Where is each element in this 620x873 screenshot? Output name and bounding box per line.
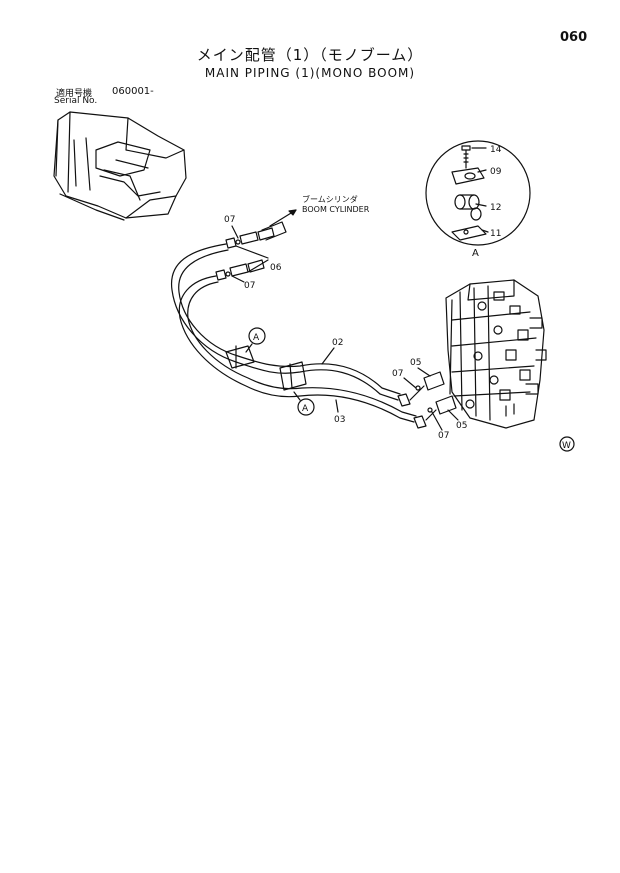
- leader-07-valve-bottom: [431, 411, 443, 431]
- callout-07-valve-top: 07: [392, 369, 403, 379]
- boom-cylinder-arrow: [269, 209, 297, 227]
- section-marker-a-bottom-label: A: [302, 404, 309, 414]
- page-title-jp: メイン配管（1）（モノブーム）: [196, 46, 424, 64]
- leader-07-top: [231, 225, 239, 239]
- w-mark-circle: [559, 436, 575, 452]
- detail-a-inset: [425, 140, 531, 246]
- callout-02: 02: [332, 338, 343, 348]
- top-fittings: [215, 221, 287, 281]
- leader-05-top: [417, 367, 431, 377]
- valve-fittings: [397, 371, 457, 429]
- section-marker-a-top: [245, 327, 266, 353]
- hose-clamp-right: [279, 361, 307, 391]
- serial-label-en: Serial No.: [54, 96, 98, 106]
- page-number: 060: [560, 30, 588, 45]
- detail-a-label: A: [472, 248, 479, 259]
- callout-12: 12: [490, 203, 501, 213]
- callout-05-top: 05: [410, 358, 421, 368]
- section-marker-a-top-label: A: [253, 333, 260, 343]
- boom-cylinder-label-jp: ブームシリンダ: [302, 194, 358, 204]
- page-title-en: MAIN PIPING (1)(MONO BOOM): [204, 66, 416, 80]
- callout-09: 09: [490, 167, 502, 177]
- clamp-block-12-icon: [454, 194, 482, 221]
- section-marker-a-bottom: [293, 391, 315, 416]
- callout-05-bottom: 05: [456, 421, 467, 431]
- plate-11-icon: [451, 225, 487, 241]
- leader-03: [335, 399, 339, 413]
- hose-03: [178, 275, 417, 423]
- hose-clamp-left: [225, 345, 255, 369]
- serial-value: 060001-: [112, 86, 154, 97]
- leader-05-bottom: [447, 409, 459, 421]
- callout-07-top: 07: [224, 215, 235, 225]
- hose-02: [170, 243, 401, 401]
- control-valve-illustration: [445, 279, 547, 429]
- excavator-overview-illustration: [53, 111, 187, 221]
- w-mark: W: [562, 441, 571, 451]
- callout-06: 06: [270, 263, 282, 273]
- callout-07-mid: 07: [244, 281, 255, 291]
- serial-label-jp: 適用号機: [56, 89, 93, 99]
- bolt-14-icon: [461, 145, 471, 169]
- leader-07-valve-top: [403, 377, 417, 389]
- callout-14: 14: [490, 145, 502, 155]
- leader-02: [321, 347, 335, 365]
- callout-11: 11: [490, 229, 501, 239]
- boom-cylinder-label-en: BOOM CYLINDER: [302, 205, 370, 214]
- leader-07-mid: [231, 275, 245, 283]
- callout-03: 03: [334, 415, 345, 425]
- callout-07-valve-bottom: 07: [438, 431, 449, 441]
- clamp-09-icon: [451, 167, 485, 185]
